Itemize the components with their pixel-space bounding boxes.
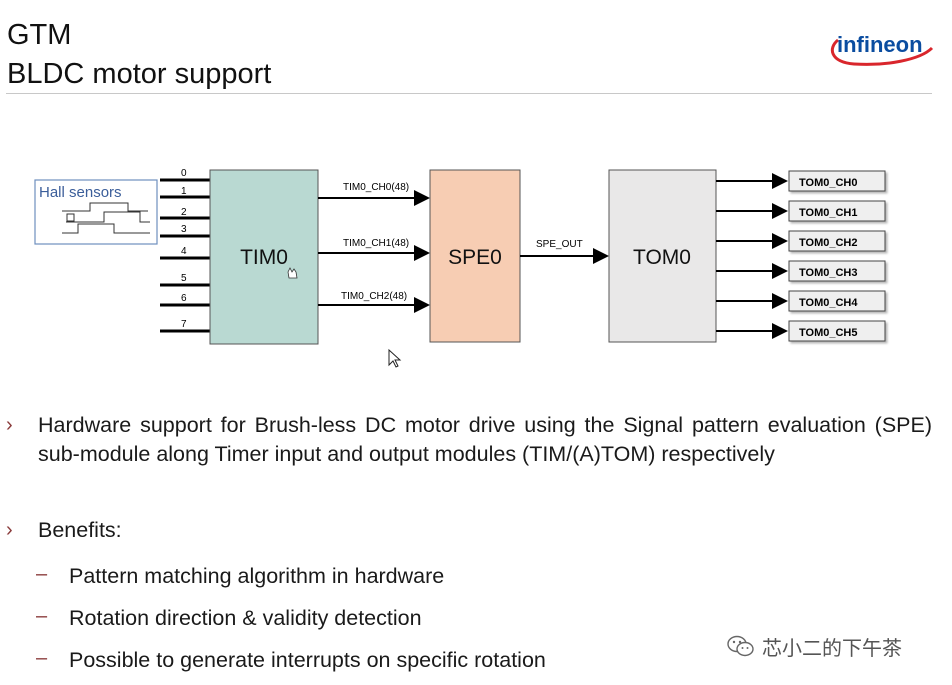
spe0-block: SPE0 xyxy=(429,169,521,343)
tom0-ch2-box: TOM0_CH2 xyxy=(788,230,886,252)
infineon-logo: infineon xyxy=(830,32,934,66)
input-number-0: 0 xyxy=(181,168,187,179)
signal-label-tim0-ch1: TIM0_CH1(48) xyxy=(343,238,409,249)
tom0-ch3-box: TOM0_CH3 xyxy=(788,260,886,282)
wechat-icon xyxy=(727,635,754,657)
tim0-input-lines xyxy=(160,178,210,333)
input-number-7: 7 xyxy=(181,319,187,330)
tom-output-arrows xyxy=(716,173,788,339)
sub-bullet-3: Possible to generate interrupts on speci… xyxy=(69,648,546,672)
logo-text: infineon xyxy=(837,32,923,57)
hall-sensors-label: Hall sensors xyxy=(39,184,122,201)
hall-sensors-box: Hall sensors xyxy=(34,179,158,245)
tom0-ch4-label: TOM0_CH4 xyxy=(799,297,858,309)
tom-output-boxes: TOM0_CH0 TOM0_CH1 TOM0_CH2 TOM0_CH3 TOM0… xyxy=(788,170,886,342)
signal-label-tim0-ch0: TIM0_CH0(48) xyxy=(343,182,409,193)
gtm-block-diagram: Hall sensors 0 1 2 3 4 5 6 7 TIM0 TIM0 xyxy=(34,168,886,368)
input-number-4: 4 xyxy=(181,246,187,257)
tom0-block: TOM0 xyxy=(608,169,717,343)
tom0-ch3-label: TOM0_CH3 xyxy=(799,267,857,279)
tom0-ch2-label: TOM0_CH2 xyxy=(799,237,857,249)
tom0-ch5-label: TOM0_CH5 xyxy=(799,327,857,339)
slide-title-line2: BLDC motor support xyxy=(7,58,272,90)
spe-out-label: SPE_OUT xyxy=(536,239,583,250)
watermark-text: 芯小二的下午茶 xyxy=(762,637,902,660)
tim0-label: TIM0 xyxy=(240,246,288,269)
sub-bullet-marker: – xyxy=(36,647,48,669)
spe0-label: SPE0 xyxy=(448,246,502,269)
hall-waveform-3 xyxy=(62,223,150,234)
tom0-ch1-box: TOM0_CH1 xyxy=(788,200,886,222)
tom0-ch0-label: TOM0_CH0 xyxy=(799,177,857,189)
input-number-5: 5 xyxy=(181,273,187,284)
slide-title-line1: GTM xyxy=(7,19,72,51)
tom0-ch1-label: TOM0_CH1 xyxy=(799,207,857,219)
bullet-item-1: Hardware support for Brush-less DC motor… xyxy=(38,413,932,466)
hall-waveform-1 xyxy=(62,202,148,212)
sub-bullet-marker: – xyxy=(36,605,48,627)
tom0-ch5-box: TOM0_CH5 xyxy=(788,320,886,342)
bullet-item-2: Benefits: xyxy=(38,518,122,542)
input-number-6: 6 xyxy=(181,293,187,304)
sub-bullet-1: Pattern matching algorithm in hardware xyxy=(69,564,445,588)
tom0-ch4-box: TOM0_CH4 xyxy=(788,290,886,312)
tim0-block: TIM0 xyxy=(209,169,319,345)
bullet-marker: › xyxy=(6,519,13,541)
sub-bullet-marker: – xyxy=(36,563,48,585)
signal-label-tim0-ch2: TIM0_CH2(48) xyxy=(341,291,407,302)
hand-cursor-icon xyxy=(287,267,298,279)
tom0-ch0-box: TOM0_CH0 xyxy=(788,170,886,192)
hall-waveform-2 xyxy=(66,211,150,223)
watermark: 芯小二的下午茶 xyxy=(726,632,902,660)
tim-to-spe-arrows xyxy=(318,190,430,313)
bullet-marker: › xyxy=(6,414,13,436)
input-number-1: 1 xyxy=(181,186,187,197)
input-number-2: 2 xyxy=(181,207,187,218)
arrow-cursor-icon xyxy=(388,348,402,368)
tom0-label: TOM0 xyxy=(633,246,691,269)
sub-bullet-2: Rotation direction & validity detection xyxy=(69,606,422,630)
title-divider xyxy=(6,93,932,94)
input-number-3: 3 xyxy=(181,224,187,235)
